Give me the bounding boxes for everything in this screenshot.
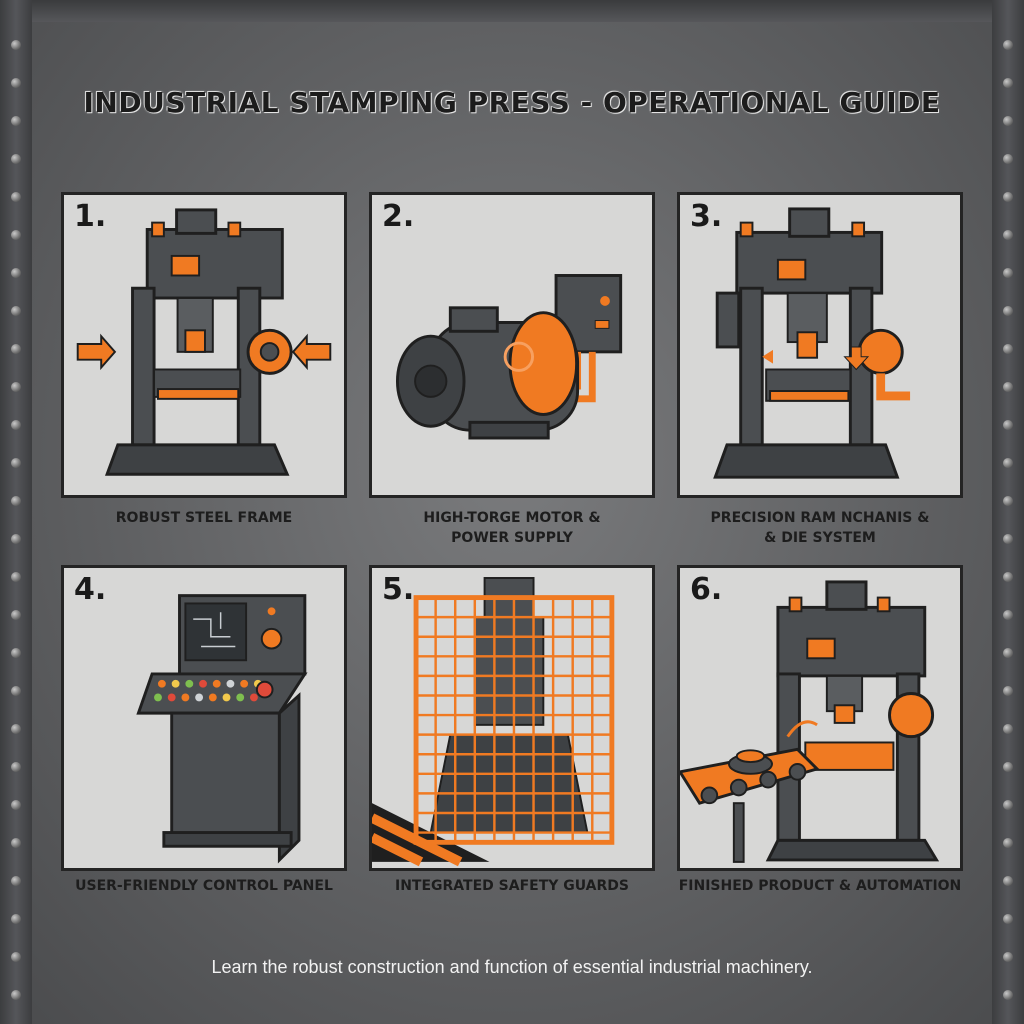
control-button-icon	[181, 693, 190, 702]
rivet	[1003, 838, 1013, 848]
control-button-icon	[154, 693, 162, 702]
control-button-icon	[167, 693, 176, 702]
step-number: 2.	[382, 199, 415, 234]
rivet	[11, 762, 21, 772]
rivet	[1003, 876, 1013, 886]
control-button-icon	[208, 693, 217, 702]
rivet	[1003, 344, 1013, 354]
rivet	[11, 610, 21, 620]
rivet	[11, 914, 21, 924]
rivet	[1003, 154, 1013, 164]
rivet	[11, 420, 21, 430]
rivet	[11, 838, 21, 848]
rivet	[11, 496, 21, 506]
footer-tagline: Learn the robust construction and functi…	[211, 957, 813, 977]
panel-control: 4.	[61, 565, 347, 871]
rivet	[11, 534, 21, 544]
rivet	[1003, 230, 1013, 240]
step-number: 3.	[690, 199, 723, 234]
rivet	[1003, 306, 1013, 316]
control-button-icon	[212, 679, 221, 688]
rivet	[11, 686, 21, 696]
rivet	[1003, 78, 1013, 88]
panel-finished: 6.	[677, 565, 963, 871]
control-button-icon	[199, 679, 207, 688]
step-number: 4.	[74, 572, 107, 607]
rivet	[11, 800, 21, 810]
caption-control: USER-FRIENDLY CONTROL PANEL	[75, 878, 333, 894]
safety-guard-illustration	[372, 577, 615, 867]
step-number: 5.	[382, 572, 415, 607]
rivet	[1003, 686, 1013, 696]
control-button-icon	[171, 679, 180, 688]
press-frame-illustration	[76, 208, 332, 476]
rivet	[1003, 420, 1013, 430]
rivet	[1003, 990, 1013, 1000]
rivet	[1003, 648, 1013, 658]
rivet	[11, 344, 21, 354]
panel-ram-die: 3.	[677, 192, 963, 498]
rivet	[11, 306, 21, 316]
motor-illustration	[395, 274, 623, 440]
emergency-stop-icon	[255, 680, 274, 699]
rivet	[11, 192, 21, 202]
rivet	[11, 116, 21, 126]
caption-safety: INTEGRATED SAFETY GUARDS	[394, 878, 630, 894]
panel-safety: 5.	[369, 565, 655, 871]
caption-finished: FINISHED PRODUCT & AUTOMATION	[678, 878, 962, 894]
rivet	[1003, 914, 1013, 924]
metal-frame-right	[992, 0, 1024, 1024]
rivet	[11, 382, 21, 392]
rivet	[11, 154, 21, 164]
rivet	[11, 458, 21, 468]
metal-frame-left	[0, 0, 32, 1024]
rivet	[1003, 496, 1013, 506]
control-button-icon	[185, 679, 194, 688]
cage-grid	[413, 595, 615, 845]
rivet	[1003, 382, 1013, 392]
rivet	[1003, 762, 1013, 772]
control-button-icon	[250, 693, 258, 702]
rivet	[1003, 724, 1013, 734]
control-button-icon	[195, 693, 204, 702]
rivet	[11, 40, 21, 50]
rivet	[1003, 952, 1013, 962]
rivet	[1003, 534, 1013, 544]
finished-product-illustration	[680, 580, 940, 863]
rivet	[11, 230, 21, 240]
metal-frame-top	[0, 0, 1024, 22]
control-button-icon	[157, 679, 166, 688]
rivet	[1003, 572, 1013, 582]
control-button-icon	[222, 693, 231, 702]
page-title: INDUSTRIAL STAMPING PRESS - OPERATIONAL …	[83, 86, 941, 119]
panel-motor: 2.	[369, 192, 655, 498]
step-number: 1.	[74, 199, 107, 234]
rivet	[1003, 268, 1013, 278]
rivet	[11, 78, 21, 88]
rivet	[11, 724, 21, 734]
rivet	[11, 572, 21, 582]
control-panel-illustration	[136, 594, 308, 864]
caption-ram-die: PRECISION RAM NCHANIS && DIE SYSTEM	[710, 510, 930, 546]
rivet	[1003, 40, 1013, 50]
rivet	[1003, 610, 1013, 620]
rivet	[11, 876, 21, 886]
control-button-icon	[240, 679, 249, 688]
rivet	[11, 648, 21, 658]
rivet	[11, 990, 21, 1000]
caption-motor: HIGH-TORGE MOTOR &POWER SUPPLY	[423, 510, 601, 546]
control-button-icon	[226, 679, 235, 688]
rivet	[1003, 800, 1013, 810]
step-number: 6.	[690, 572, 723, 607]
rivet	[1003, 116, 1013, 126]
rivet	[1003, 458, 1013, 468]
caption-steel-frame: ROBUST STEEL FRAME	[115, 510, 293, 526]
panel-steel-frame: 1.	[61, 192, 347, 498]
rivet	[11, 952, 21, 962]
ram-die-illustration	[713, 207, 911, 479]
rivet	[1003, 192, 1013, 202]
rivet	[11, 268, 21, 278]
control-button-icon	[236, 693, 245, 702]
